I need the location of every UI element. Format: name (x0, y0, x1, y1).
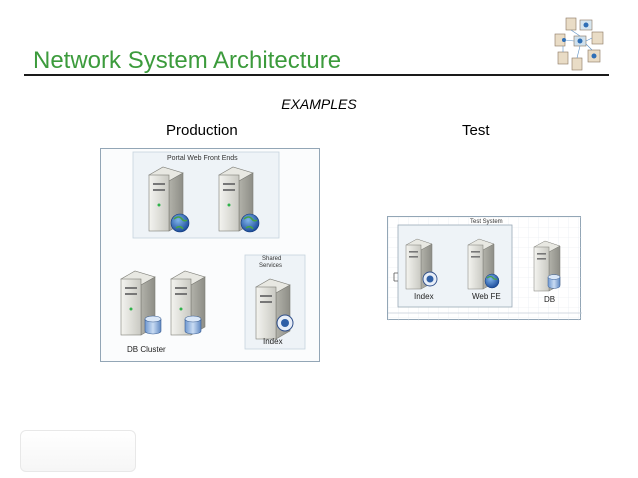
footer-placeholder (20, 430, 136, 472)
web-front-ends-caption: Portal Web Front Ends (167, 155, 238, 162)
network-logo-icon (554, 17, 604, 71)
test-diagram: Test System Index Web FE DB (387, 216, 582, 321)
page-title: Network System Architecture (33, 47, 342, 74)
test-system-caption: Test System (470, 219, 503, 225)
db-server-icon (170, 270, 206, 336)
production-label: Production (166, 122, 238, 139)
test-label: Test (462, 122, 490, 139)
test-db-label: DB (544, 295, 556, 304)
prod-index-label: Index (263, 337, 283, 346)
index-server-icon (255, 278, 294, 340)
test-web-label: Web FE (472, 292, 501, 301)
title-underline (24, 74, 609, 76)
production-diagram: Portal Web Front Ends Shared Services DB… (100, 148, 320, 362)
db-server-icon (120, 270, 162, 336)
test-index-label: Index (414, 292, 434, 301)
test-web-server-icon (467, 238, 500, 290)
test-db-server-icon (533, 240, 561, 292)
db-cluster-label: DB Cluster (127, 345, 166, 354)
web-server-icon (218, 166, 260, 233)
examples-subtitle: EXAMPLES (281, 96, 357, 112)
services-caption: Services (259, 263, 283, 269)
web-server-icon (148, 166, 190, 233)
test-index-server-icon (405, 238, 438, 290)
shared-caption: Shared (262, 256, 282, 262)
